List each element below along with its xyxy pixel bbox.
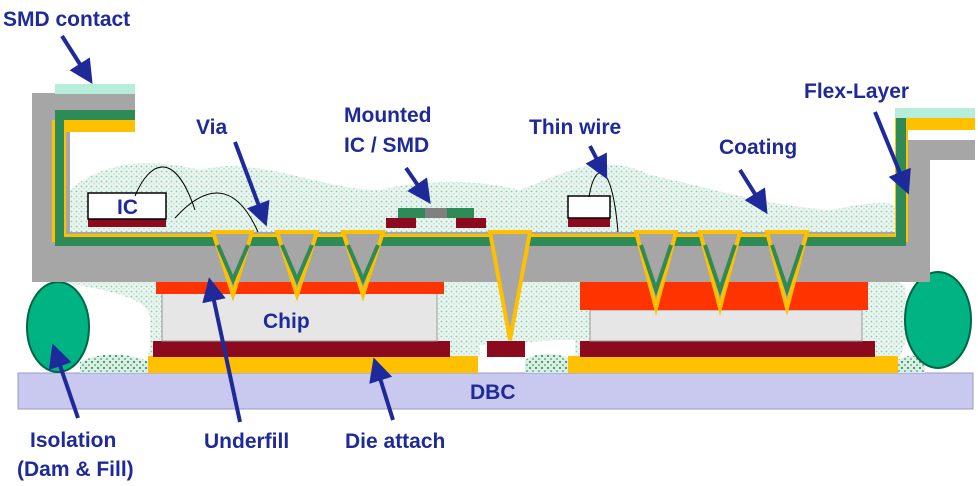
- chip-left: [161, 292, 438, 342]
- arrow-coating: [738, 168, 768, 215]
- label-via: Via: [196, 116, 227, 139]
- arrow-underfill: [202, 277, 242, 423]
- ic-right-body: [567, 195, 611, 219]
- isolation-fill-right: [895, 356, 925, 373]
- ic-left-body: [87, 192, 167, 220]
- arrow-smd-contact: [60, 34, 93, 85]
- isolation-dam-right: [904, 271, 972, 369]
- smd-contact-left: [55, 84, 135, 94]
- die-attach-right: [568, 356, 898, 373]
- label-isolation-line1: Isolation: [30, 429, 116, 452]
- via: [487, 230, 533, 341]
- dbc-substrate: [17, 372, 974, 410]
- smd-contact-right: [895, 108, 975, 118]
- label-ic: IC: [117, 196, 138, 219]
- label-mounted-line2: IC / SMD: [344, 134, 429, 157]
- via: [633, 230, 679, 316]
- dbc-pad-mid: [487, 341, 525, 357]
- ic-left-pad: [88, 218, 166, 227]
- via: [340, 230, 386, 302]
- arrow-isolation: [48, 343, 80, 419]
- smd-center: [425, 208, 447, 218]
- label-smd-contact: SMD contact: [3, 8, 130, 31]
- label-dbc: DBC: [470, 381, 516, 404]
- ic-right-pad: [568, 218, 610, 227]
- dbc-pad-left: [153, 341, 450, 357]
- isolation-fill-left: [80, 354, 150, 373]
- chip-right: [589, 309, 863, 342]
- label-flex-layer: Flex-Layer: [804, 80, 909, 103]
- die-attach-left: [148, 356, 478, 373]
- bond-wire: [134, 166, 196, 211]
- via: [210, 230, 255, 302]
- arrow-mounted: [404, 166, 431, 204]
- label-chip: Chip: [263, 310, 310, 333]
- arrow-die-attach: [369, 357, 395, 421]
- via: [764, 230, 810, 316]
- label-mounted-line1: Mounted: [344, 104, 431, 127]
- label-thin-wire: Thin wire: [529, 116, 621, 139]
- via: [274, 230, 320, 302]
- label-isolation-line2: (Dam & Fill): [17, 458, 134, 481]
- vias: [210, 230, 810, 341]
- via: [697, 230, 743, 316]
- smd-right-pad: [456, 218, 486, 228]
- smd-left-pad: [386, 218, 416, 228]
- arrow-thin-wire: [585, 145, 608, 180]
- arrow-via: [233, 141, 270, 227]
- dbc-pad-right: [580, 341, 875, 357]
- label-die-attach: Die attach: [345, 430, 445, 453]
- label-underfill: Underfill: [204, 430, 289, 453]
- label-coating: Coating: [719, 136, 797, 159]
- arrow-flex-layer: [873, 111, 911, 195]
- isolation-fill-mid: [525, 354, 572, 373]
